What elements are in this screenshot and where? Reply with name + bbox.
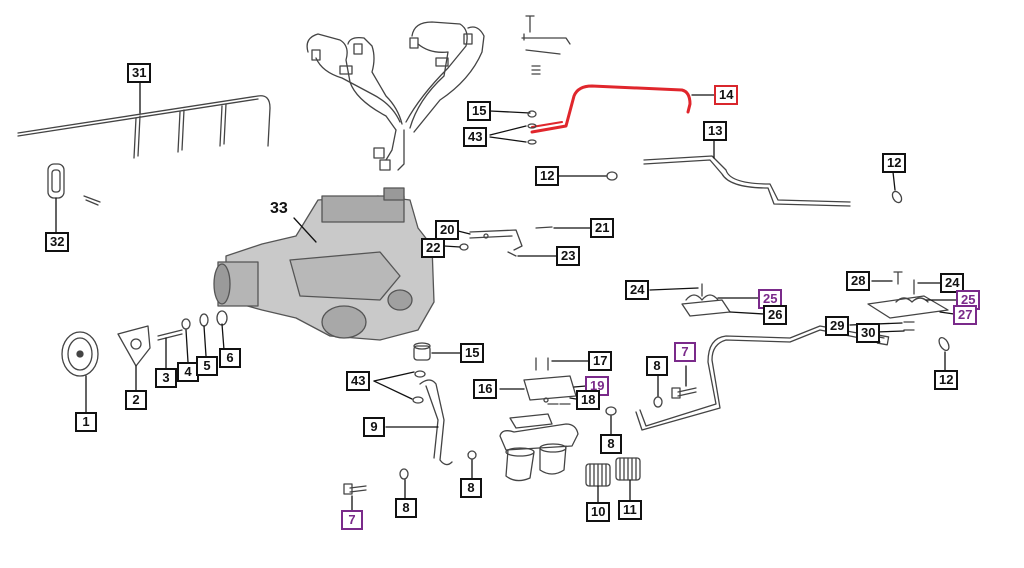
callout-7-lower[interactable]: 7 xyxy=(341,510,363,530)
callout-30[interactable]: 30 xyxy=(856,323,881,343)
callout-8-lower[interactable]: 8 xyxy=(395,498,417,518)
highlighted-fuel-pipe xyxy=(530,84,692,134)
callout-10[interactable]: 10 xyxy=(586,502,611,522)
fuel-filter-assembly xyxy=(499,413,579,482)
callout-8-pipe[interactable]: 8 xyxy=(460,478,482,498)
small-fittings-stack xyxy=(521,15,571,75)
bolt-lower xyxy=(343,483,367,495)
callout-43-top[interactable]: 43 xyxy=(463,127,488,147)
part-label-33: 33 xyxy=(270,200,288,217)
callout-6[interactable]: 6 xyxy=(219,348,241,368)
callout-3[interactable]: 3 xyxy=(155,368,177,388)
banjo-feed-pipe xyxy=(412,342,453,466)
callout-20[interactable]: 20 xyxy=(435,220,460,240)
bolt-upper xyxy=(671,387,697,399)
callout-28[interactable]: 28 xyxy=(846,271,871,291)
glow-plug-rail xyxy=(17,95,271,159)
callout-21[interactable]: 21 xyxy=(590,218,615,238)
callout-12-mid[interactable]: 12 xyxy=(535,166,560,186)
pump-bracket xyxy=(459,226,553,257)
callout-14[interactable]: 14 xyxy=(714,85,739,105)
callout-8-upper[interactable]: 8 xyxy=(646,356,668,376)
callout-31[interactable]: 31 xyxy=(127,63,152,83)
filter-element-10 xyxy=(585,463,611,487)
callout-15-top[interactable]: 15 xyxy=(467,101,492,121)
callout-26[interactable]: 26 xyxy=(763,305,788,325)
return-pipe xyxy=(643,155,851,203)
callout-7-upper[interactable]: 7 xyxy=(674,342,696,362)
callout-5[interactable]: 5 xyxy=(196,356,218,376)
callout-29[interactable]: 29 xyxy=(825,316,850,336)
injector-pipes-harness xyxy=(306,21,485,171)
callout-32[interactable]: 32 xyxy=(45,232,70,252)
callout-18[interactable]: 18 xyxy=(576,390,601,410)
small-washers-43 xyxy=(527,110,537,145)
callout-11[interactable]: 11 xyxy=(618,500,642,520)
small-fasteners xyxy=(157,310,228,341)
drive-pulley xyxy=(61,331,99,377)
callout-13[interactable]: 13 xyxy=(703,121,728,141)
callout-43-lower[interactable]: 43 xyxy=(346,371,371,391)
callout-8-filter[interactable]: 8 xyxy=(600,434,622,454)
fuel-injection-pump xyxy=(213,187,435,341)
callout-23[interactable]: 23 xyxy=(556,246,581,266)
callout-27[interactable]: 27 xyxy=(953,305,978,325)
callout-16[interactable]: 16 xyxy=(473,379,498,399)
filter-mount-plate xyxy=(523,357,577,405)
pipe-clamp-right xyxy=(867,271,949,331)
callout-9[interactable]: 9 xyxy=(363,417,385,437)
callout-22[interactable]: 22 xyxy=(421,238,446,258)
callout-25-left[interactable]: 25 xyxy=(758,289,783,309)
callout-15-lower[interactable]: 15 xyxy=(460,343,485,363)
callout-12-right[interactable]: 12 xyxy=(882,153,907,173)
callout-24-left[interactable]: 24 xyxy=(625,280,650,300)
mounting-flange xyxy=(117,325,151,367)
filter-element-11 xyxy=(615,457,641,481)
callout-24-right[interactable]: 24 xyxy=(940,273,965,293)
callout-2[interactable]: 2 xyxy=(125,390,147,410)
callout-12-lower-right[interactable]: 12 xyxy=(934,370,959,390)
callout-17[interactable]: 17 xyxy=(588,351,613,371)
callout-1[interactable]: 1 xyxy=(75,412,97,432)
